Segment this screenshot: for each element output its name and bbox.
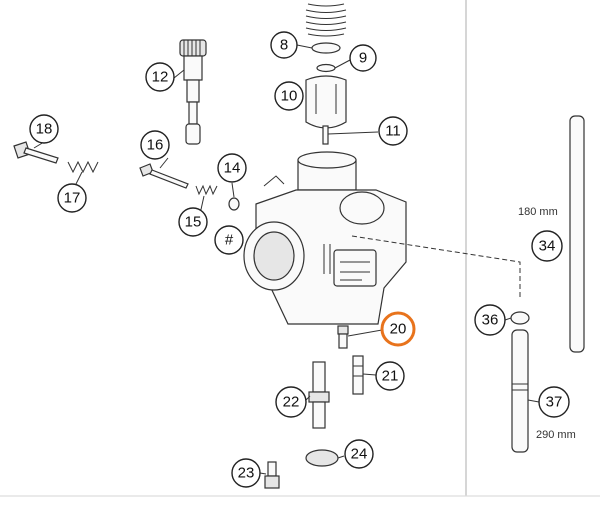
callout-24[interactable]: 24 [344,439,374,469]
spring-part [305,3,347,37]
float-needle-seat-part [305,449,339,467]
clip-part [316,63,336,73]
callout-9[interactable]: 9 [349,44,377,72]
needle-part [322,125,329,145]
hose-routing-line [351,235,521,300]
tube-37-dimension-label: 290 mm [536,429,576,441]
callout-23[interactable]: 23 [231,458,261,488]
main-jet-part [337,325,349,349]
callout-21[interactable]: 21 [375,361,405,391]
leader-36 [504,317,512,321]
callout-37[interactable]: 37 [538,386,570,418]
svg-text:20: 20 [390,321,407,338]
washer-part [311,42,341,54]
callout-8[interactable]: 8 [270,31,298,59]
needle-jet-part [352,355,364,395]
leader-37 [527,399,540,403]
leader-9 [334,59,351,69]
callout-10[interactable]: 10 [274,81,304,111]
drain-screw-part [264,461,280,489]
callout-17[interactable]: 17 [57,183,87,213]
leader-12 [173,69,185,79]
callout-hash[interactable]: # [214,225,244,255]
jet-holder-part [308,361,330,429]
leader-11 [327,131,379,135]
svg-text:17: 17 [64,190,81,207]
svg-text:37: 37 [546,394,563,411]
svg-text:23: 23 [238,465,255,482]
mixture-spring-part [67,160,99,174]
leader-14 [231,182,235,198]
callout-12[interactable]: 12 [145,62,175,92]
svg-text:12: 12 [152,69,169,86]
tube-37-part [511,329,529,453]
mixture-screw-part [13,141,59,164]
leader-21 [362,373,377,376]
callout-22[interactable]: 22 [275,386,307,418]
svg-text:16: 16 [147,137,164,154]
jet-leader-line [347,329,383,337]
leader-17 [75,171,83,185]
throttle-slide-part [305,75,347,129]
callout-36[interactable]: 36 [474,304,506,336]
svg-text:34: 34 [539,238,556,255]
svg-text:14: 14 [224,160,241,177]
svg-text:#: # [225,232,234,249]
tube-34-part [569,115,585,353]
callout-16[interactable]: 16 [140,130,170,160]
callout-20[interactable]: 20 [380,311,416,347]
leader-23 [259,472,267,475]
leader-22 [305,395,311,401]
leader-24 [337,455,345,459]
callout-34[interactable]: 34 [531,230,563,262]
oring-part [228,197,240,211]
callout-18[interactable]: 18 [29,114,59,144]
svg-text:9: 9 [359,50,367,67]
callout-11[interactable]: 11 [378,116,408,146]
svg-text:10: 10 [281,88,298,105]
svg-text:24: 24 [351,446,368,463]
tube-34-dimension-label: 180 mm [518,206,558,218]
svg-text:8: 8 [280,37,288,54]
leader-16 [159,157,169,169]
svg-text:36: 36 [482,312,499,329]
svg-text:11: 11 [385,123,401,140]
svg-text:15: 15 [185,214,202,231]
callout-14[interactable]: 14 [217,153,247,183]
svg-text:18: 18 [36,121,53,138]
carburetor-body-part [243,151,407,325]
svg-text:21: 21 [382,368,399,385]
pilot-needle-part [139,163,189,189]
hose-clip-part [510,311,530,325]
idle-adjust-screw-part [179,39,207,145]
leader-8 [296,44,313,49]
svg-text:22: 22 [283,394,300,411]
pilot-spring-part [195,184,218,196]
callout-15[interactable]: 15 [178,207,208,237]
